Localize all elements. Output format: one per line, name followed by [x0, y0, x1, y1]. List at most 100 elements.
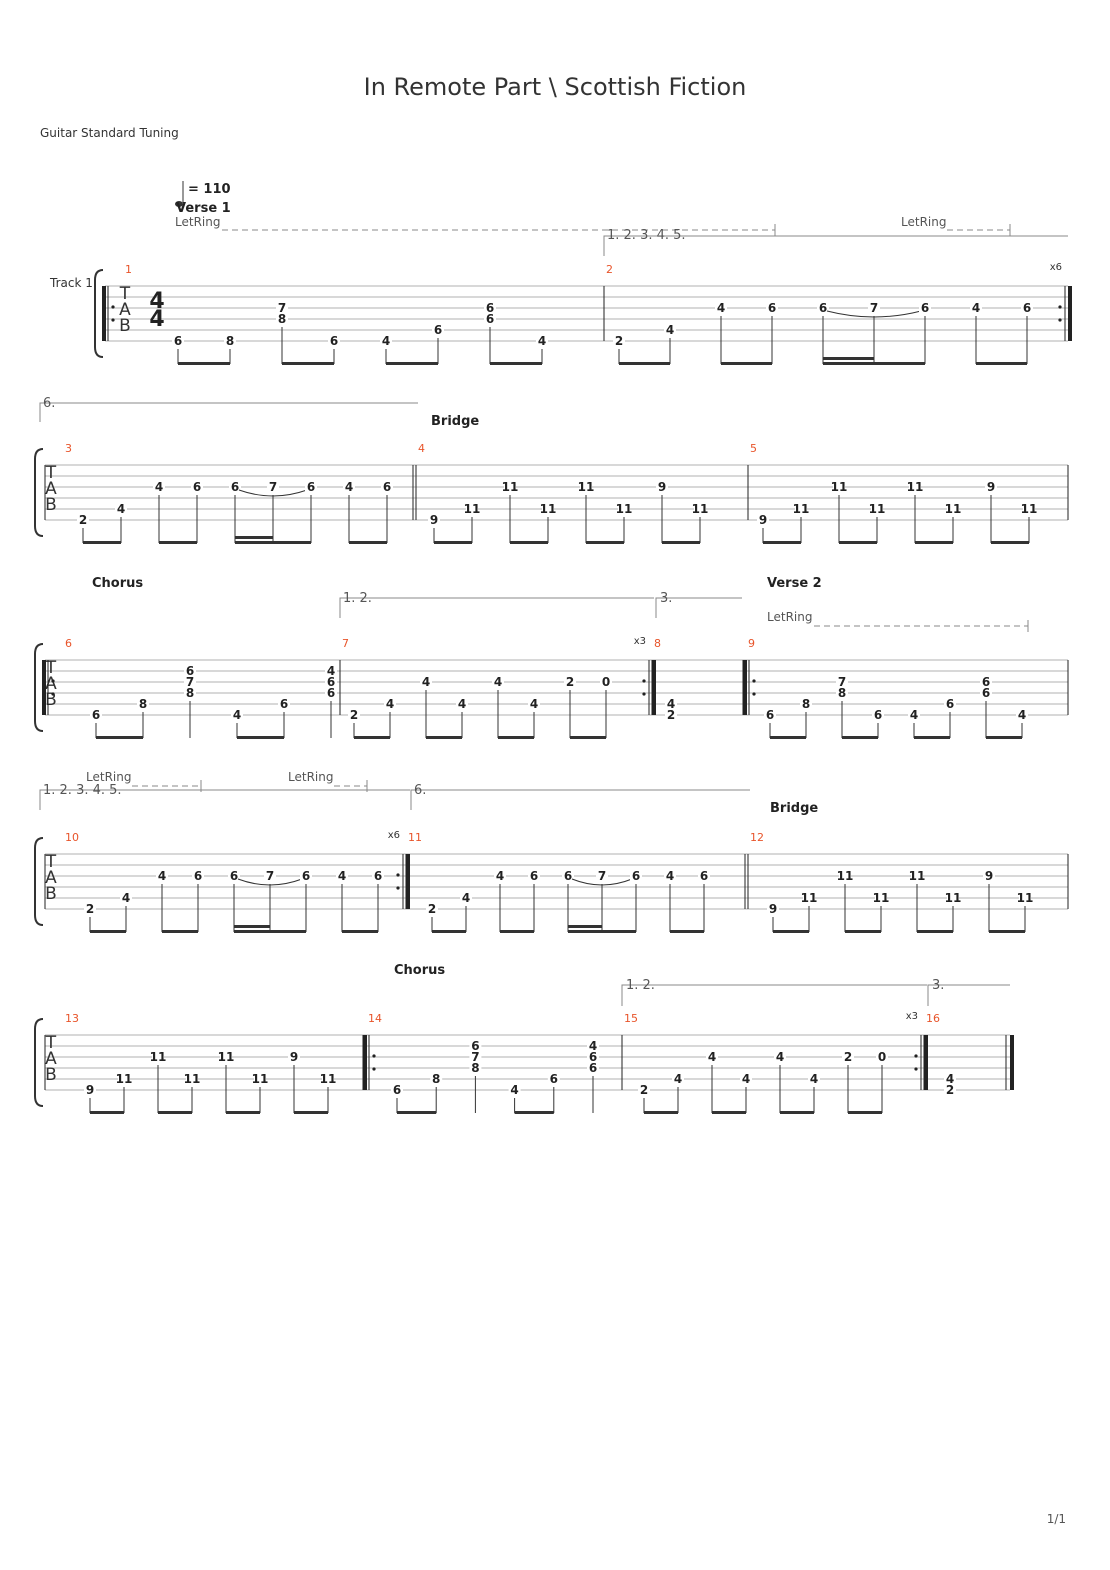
- fret-bg: [115, 503, 127, 514]
- fret-number: 6: [374, 869, 382, 883]
- measure-number: 8: [654, 637, 661, 650]
- volta-ending: 6.: [410, 783, 750, 810]
- fret-number: 4: [717, 301, 725, 315]
- let-ring-label: LetRing: [288, 770, 333, 784]
- note-beam: [235, 541, 311, 544]
- fret-number: 9: [658, 480, 666, 494]
- volta-ending: 1. 2. 3. 4. 5.: [39, 783, 410, 810]
- fret-bg: [970, 302, 982, 313]
- fret-bg: [492, 676, 504, 687]
- fret-number: 4: [382, 334, 390, 348]
- fret-bg: [547, 1073, 560, 1084]
- note-beam: [570, 736, 606, 739]
- note-beam: [434, 541, 472, 544]
- tab-clef: B: [45, 1065, 57, 1085]
- fret-number: 4: [742, 1072, 750, 1086]
- fret-number: 4: [494, 675, 502, 689]
- fret-number: 6: [632, 869, 640, 883]
- fret-bg: [774, 1051, 786, 1062]
- note-beam: [619, 362, 670, 365]
- fret-bg: [84, 903, 96, 914]
- fret-number: 6: [327, 675, 335, 689]
- note-beam: [500, 930, 534, 933]
- fret-number: 2: [350, 708, 358, 722]
- tab-clef: T: [45, 1033, 57, 1053]
- fret-number: 8: [278, 312, 286, 326]
- note-beam: [986, 736, 1022, 739]
- fret-number: 4: [338, 869, 346, 883]
- repeat-dot: [642, 692, 646, 696]
- fret-number: 6: [174, 334, 182, 348]
- fret-number: 8: [226, 334, 234, 348]
- fret-number: 4: [910, 708, 918, 722]
- fret-bg: [228, 870, 240, 881]
- fret-number: 0: [878, 1050, 886, 1064]
- fret-bg: [456, 698, 468, 709]
- fret-number: 6: [768, 301, 776, 315]
- repeat-dot: [51, 692, 55, 696]
- fret-number: 4: [666, 869, 674, 883]
- repeat-dot: [914, 1067, 918, 1071]
- repeat-dot: [752, 692, 756, 696]
- fret-number: 11: [869, 502, 886, 516]
- fret-bg: [484, 313, 496, 324]
- volta-ending: 6.: [39, 396, 418, 422]
- fret-number: 4: [233, 708, 241, 722]
- fret-bg: [300, 870, 312, 881]
- svg-text:6.: 6.: [414, 783, 426, 798]
- volta-ending: 1. 2. 3. 4. 5.: [603, 228, 1068, 256]
- note-beam: [721, 362, 772, 365]
- section-bridge: Bridge: [770, 801, 818, 816]
- note-beam: [426, 736, 462, 739]
- repeat-end-bar: [406, 854, 410, 909]
- fret-number: 7: [471, 1050, 479, 1064]
- fret-bg: [536, 335, 548, 346]
- fret-bg: [120, 892, 132, 903]
- svg-text:6.: 6.: [43, 396, 55, 411]
- tab-clef: B: [45, 884, 57, 904]
- fret-bg: [469, 1062, 482, 1073]
- fret-number: 6: [921, 301, 929, 315]
- fret-bg: [947, 503, 959, 514]
- fret-number: 7: [278, 301, 286, 315]
- fret-bg: [278, 698, 290, 709]
- fret-number: 8: [186, 686, 194, 700]
- fret-bg: [276, 302, 288, 313]
- fret-number: 4: [666, 323, 674, 337]
- repeat-dot: [111, 305, 115, 309]
- measure-number: 5: [750, 442, 757, 455]
- fret-number: 11: [945, 502, 962, 516]
- note-beam: [914, 736, 950, 739]
- fret-bg: [618, 503, 630, 514]
- measure-number: 7: [342, 637, 349, 650]
- fret-bg: [328, 335, 340, 346]
- fret-bg: [656, 481, 668, 492]
- measure-number: 10: [65, 831, 79, 844]
- note-beam: [158, 1111, 192, 1114]
- section-bridge: Bridge: [431, 414, 479, 429]
- svg-text:1. 2. 3. 4. 5.: 1. 2. 3. 4. 5.: [607, 228, 686, 243]
- fret-number: 2: [946, 1083, 954, 1097]
- fret-number: 6: [471, 1039, 479, 1053]
- fret-bg: [90, 709, 102, 720]
- tab-clef: B: [45, 495, 57, 515]
- fret-bg: [919, 302, 931, 313]
- repeat-start-bar: [743, 660, 747, 715]
- note-beam: [234, 925, 270, 928]
- fret-number: 4: [810, 1072, 818, 1086]
- note-beam: [915, 541, 953, 544]
- fret-number: 6: [1023, 301, 1031, 315]
- repeat-dot: [1058, 318, 1062, 322]
- section-chorus: Chorus: [394, 963, 445, 978]
- fret-bg: [191, 481, 203, 492]
- fret-number: 11: [616, 502, 633, 516]
- fret-bg: [875, 892, 887, 903]
- system-brace: [34, 448, 44, 537]
- note-beam: [848, 1111, 882, 1114]
- fret-number: 11: [873, 891, 890, 905]
- note-beam: [712, 1111, 746, 1114]
- volta-ending: 3.: [655, 591, 742, 618]
- system-brace: [34, 1018, 44, 1107]
